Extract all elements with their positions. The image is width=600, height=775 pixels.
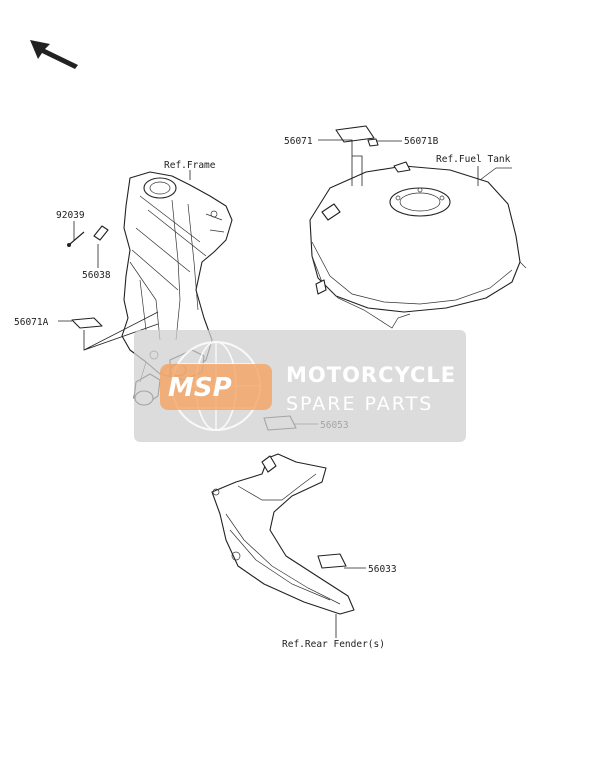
label-56038: 56038 bbox=[82, 270, 111, 281]
label-56071b: 56071B bbox=[404, 136, 439, 147]
label-ref-fuel-tank: Ref.Fuel Tank bbox=[436, 154, 511, 165]
watermark-line1: MOTORCYCLE bbox=[286, 363, 456, 387]
label-56033-drawing bbox=[317, 553, 347, 569]
label-56071a-drawing bbox=[71, 317, 103, 329]
label-92039: 92039 bbox=[56, 210, 85, 221]
label-56071: 56071 bbox=[284, 136, 313, 147]
watermark-bar bbox=[134, 330, 466, 442]
label-56033: 56033 bbox=[368, 564, 397, 575]
leader-lines bbox=[58, 139, 479, 638]
label-56071b-drawing bbox=[367, 138, 379, 147]
label-ref-rear-fender: Ref.Rear Fender(s) bbox=[282, 639, 385, 650]
watermark-line2: SPARE PARTS bbox=[286, 393, 433, 415]
watermark: MSP MOTORCYCLE SPARE PARTS bbox=[134, 330, 466, 442]
label-ref-frame: Ref.Frame bbox=[164, 160, 216, 171]
part-labels: Ref.Frame 56071 56071B Ref.Fuel Tank 920… bbox=[14, 136, 511, 650]
label-56071-drawing bbox=[335, 125, 375, 143]
rear-fender-drawing bbox=[211, 453, 355, 615]
msp-logo-badge bbox=[160, 364, 272, 410]
screw-92039-drawing bbox=[67, 231, 85, 247]
label-56071a: 56071A bbox=[14, 317, 49, 328]
msp-logo-text: MSP bbox=[168, 373, 232, 403]
front-direction-arrow-icon bbox=[30, 40, 78, 69]
fuel-tank-drawing bbox=[309, 161, 527, 329]
label-56038-drawing bbox=[93, 225, 109, 241]
